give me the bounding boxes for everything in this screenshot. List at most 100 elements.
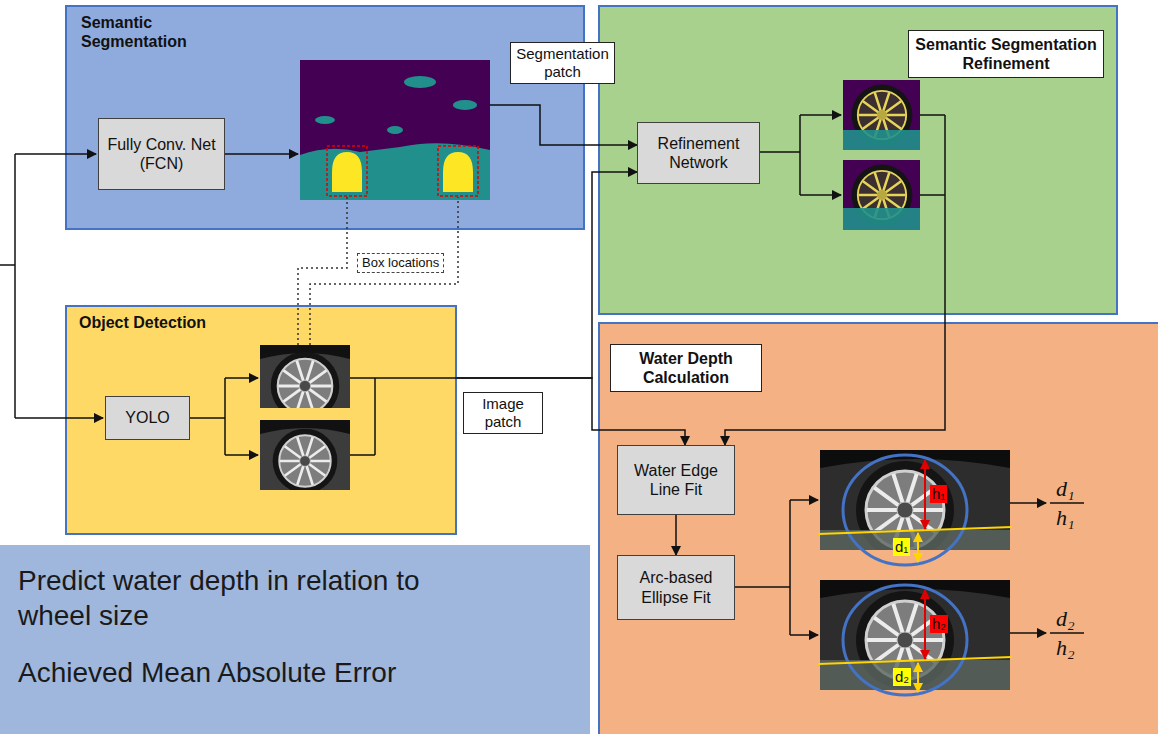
panel-heading: Water Depth Calculation xyxy=(610,344,762,392)
detection-lines xyxy=(224,378,226,455)
segmentation-lines xyxy=(225,153,298,155)
summary-note: Predict water depth in relation to wheel… xyxy=(0,545,590,734)
ratio-denominator: h₂ xyxy=(1056,636,1075,660)
height-tag: h₂ xyxy=(930,615,948,633)
patch-tag: Image patch xyxy=(463,392,543,434)
height-tag: h₁ xyxy=(930,485,947,503)
ellipse-fit-overlay xyxy=(818,657,1012,664)
box-label: YOLO xyxy=(125,408,169,427)
input-lines xyxy=(0,264,15,266)
detection-crops xyxy=(273,429,338,494)
detection-lines xyxy=(190,378,457,455)
process-box: YOLO xyxy=(105,396,190,440)
leader-tag: Box locations xyxy=(357,253,444,273)
depth-lines xyxy=(1010,502,1046,504)
depth-tag: d₂ xyxy=(893,668,911,686)
ellipse-fit-overlay xyxy=(924,460,926,529)
segmentation-map xyxy=(443,152,473,192)
input-lines xyxy=(0,154,103,418)
process-box: Arc-based Ellipse Fit xyxy=(617,555,735,620)
refinement-lines xyxy=(920,115,945,315)
depth-wheel-images xyxy=(820,450,1010,559)
segmentation-map xyxy=(315,116,335,124)
refined-masks xyxy=(843,160,920,230)
detection-crops xyxy=(271,352,340,421)
refined-masks xyxy=(843,80,920,150)
segmentation-map xyxy=(387,126,403,134)
segmentation-map xyxy=(300,143,490,200)
depth-lines xyxy=(735,500,790,635)
depth-lines xyxy=(1050,503,1084,633)
detection-lines xyxy=(225,377,258,379)
ellipse-fit-overlay xyxy=(924,590,926,659)
segmentation-map xyxy=(300,60,490,200)
segmentation-map xyxy=(438,146,478,196)
note-text: Achieved Mean Absolute Error xyxy=(18,655,498,690)
detection-crops xyxy=(260,345,350,420)
connector-arrow xyxy=(457,378,685,445)
box-label: Water Edge Line Fit xyxy=(626,461,726,499)
box-location-leaders xyxy=(310,197,458,345)
ratio-numerator: d₂ xyxy=(1056,607,1075,631)
ellipse-fit-overlay xyxy=(818,527,1012,534)
depth-lines xyxy=(790,634,818,636)
refined-masks xyxy=(843,130,920,150)
segmentation-map xyxy=(332,152,362,192)
process-box: Water Edge Line Fit xyxy=(617,445,735,515)
process-box: Fully Conv. Net (FCN) xyxy=(98,118,225,190)
depth-lines xyxy=(790,499,818,501)
box-location-leaders xyxy=(298,197,347,345)
depth-wheel-images xyxy=(820,580,1010,690)
box-label: Arc-based Ellipse Fit xyxy=(626,568,726,606)
refined-masks xyxy=(843,208,920,230)
detection-lines xyxy=(350,378,457,455)
ellipse-fit-overlay xyxy=(843,585,967,695)
connector-arrow xyxy=(725,315,945,445)
depth-lines xyxy=(1010,632,1046,634)
segmentation-map xyxy=(300,60,490,200)
panel-heading: Semantic Segmentation xyxy=(81,13,206,51)
depth-tag: d₁ xyxy=(893,538,910,556)
refinement-lines xyxy=(760,115,945,315)
segmentation-map xyxy=(453,100,477,110)
ellipse-fit-overlay xyxy=(843,455,967,565)
refined-masks xyxy=(843,160,920,230)
refined-masks xyxy=(843,80,920,150)
detection-lines xyxy=(225,454,258,456)
note-text: Predict water depth in relation to wheel… xyxy=(18,563,498,633)
segmentation-lines xyxy=(225,105,585,154)
ratio-denominator: h₁ xyxy=(1056,506,1075,530)
depth-wheel-images xyxy=(820,450,1010,690)
box-label: Fully Conv. Net (FCN) xyxy=(107,135,216,173)
box-location-leaders xyxy=(298,197,458,345)
segmentation-map xyxy=(300,60,490,200)
ratio-numerator: d₁ xyxy=(1056,477,1075,501)
detection-crops xyxy=(260,345,350,493)
panel-heading: Semantic Segmentation Refinement xyxy=(908,30,1104,78)
segmentation-lines xyxy=(490,105,585,145)
refined-masks xyxy=(843,80,920,230)
box-label: Refinement Network xyxy=(646,134,751,172)
ellipse-fit-overlay xyxy=(917,533,919,562)
connector-arrow xyxy=(457,172,637,378)
process-box: Refinement Network xyxy=(637,122,760,184)
panel-heading: Object Detection xyxy=(79,313,206,332)
ellipse-fit-overlay xyxy=(818,455,1012,695)
input-lines xyxy=(14,154,16,418)
depth-lines xyxy=(735,500,1084,635)
segmentation-map xyxy=(404,76,436,88)
refinement-lines xyxy=(800,114,841,116)
input-lines xyxy=(15,417,103,419)
connector-arrow xyxy=(675,515,677,555)
refinement-lines xyxy=(800,194,841,196)
input-lines xyxy=(15,153,96,155)
ellipse-fit-overlay xyxy=(917,663,919,692)
detection-crops xyxy=(260,420,350,493)
segmentation-map xyxy=(327,146,367,196)
refinement-lines xyxy=(760,115,800,195)
depth-wheel-images xyxy=(820,580,1010,690)
detection-lines xyxy=(190,417,225,419)
patch-tag: Segmentation patch xyxy=(510,42,615,84)
connector-arrow xyxy=(585,144,637,146)
